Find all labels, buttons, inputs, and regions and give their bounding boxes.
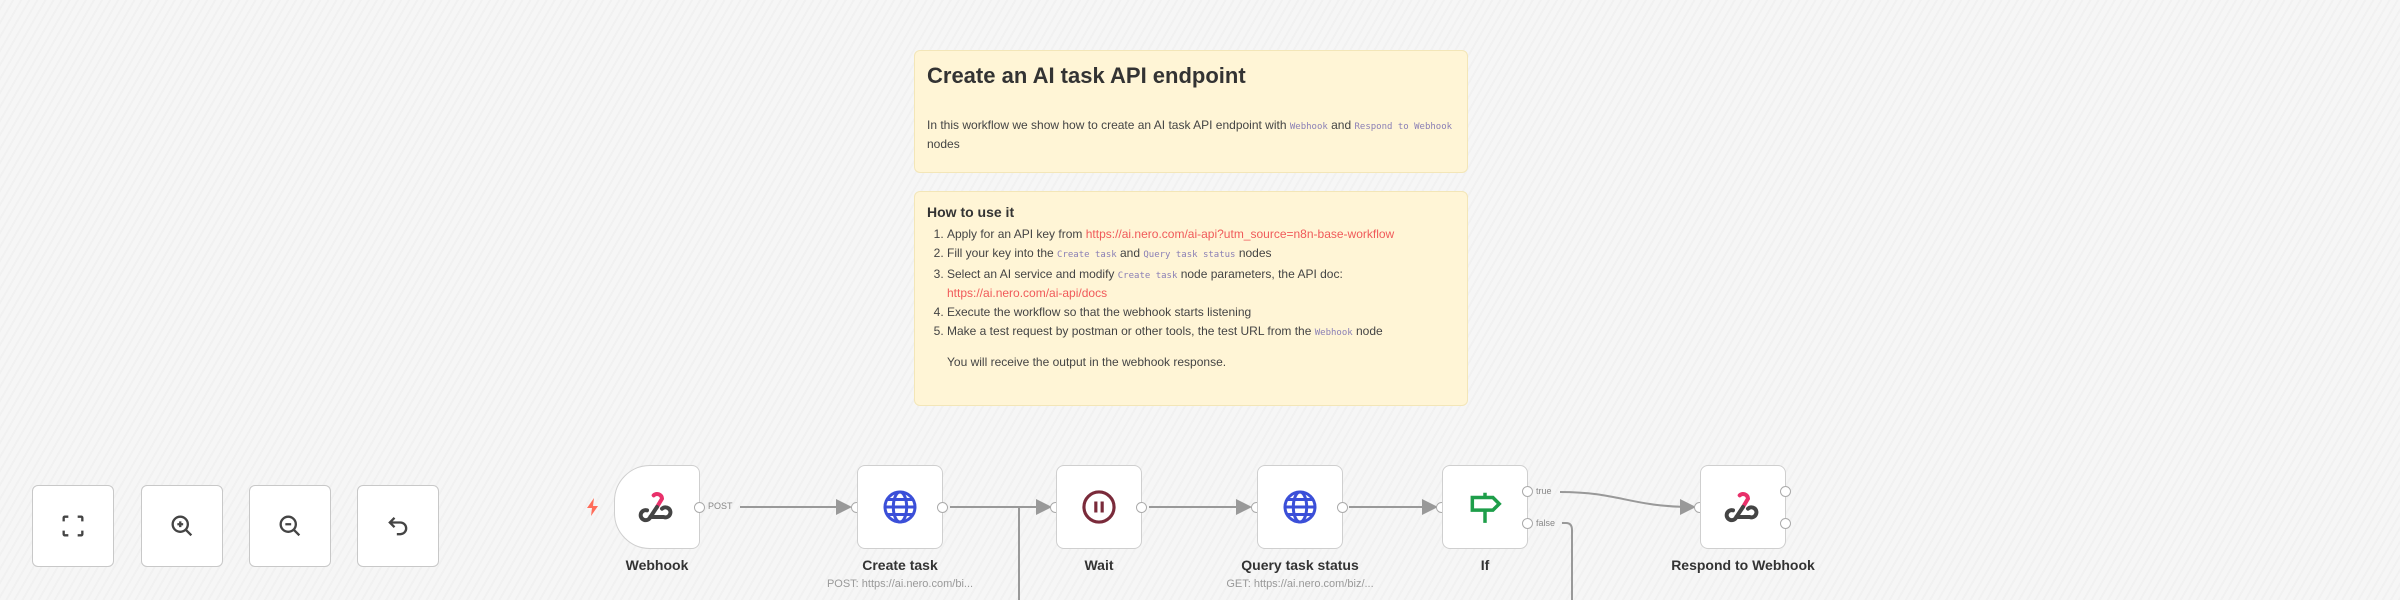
wait-output-port[interactable]: [1136, 502, 1147, 513]
undo-button[interactable]: [357, 485, 439, 567]
query-output-port[interactable]: [1337, 502, 1348, 513]
if-false-port[interactable]: [1522, 518, 1533, 529]
sticky-note-howto[interactable]: How to use it Apply for an API key from …: [914, 191, 1468, 406]
zoom-out-button[interactable]: [249, 485, 331, 567]
node-label-create-task: Create task: [862, 557, 938, 573]
edge-if-true-respond: [1559, 491, 1696, 515]
trigger-lightning-icon: [587, 498, 598, 516]
step-3: Select an AI service and modify Create t…: [947, 266, 1455, 302]
fit-view-button[interactable]: [32, 485, 114, 567]
howto-footer: You will receive the output in the webho…: [947, 355, 1227, 369]
node-subtitle-create-task: POST: https://ai.nero.com/bi...: [826, 578, 974, 590]
api-key-link[interactable]: https://ai.nero.com/ai-api?utm_source=n8…: [1085, 227, 1395, 241]
undo-icon: [388, 517, 408, 536]
api-doc-link[interactable]: https://ai.nero.com/ai-api/docs: [947, 286, 1108, 300]
pause-icon: [1082, 490, 1116, 524]
node-wait[interactable]: [1056, 465, 1142, 549]
node-label-query: Query task status: [1241, 557, 1359, 573]
webhook-icon: [638, 492, 673, 523]
webhook-output-port[interactable]: [694, 502, 705, 513]
create-output-port[interactable]: [937, 502, 948, 513]
howto-title: How to use it: [927, 204, 1015, 220]
signpost-icon: [1470, 492, 1502, 523]
node-label-respond: Respond to Webhook: [1671, 557, 1815, 573]
fit-view-icon: [62, 515, 84, 537]
note-intro-text: In this workflow we show how to create a…: [927, 118, 1453, 151]
node-label-webhook: Webhook: [625, 557, 689, 573]
note-title: Create an AI task API endpoint: [927, 63, 1246, 88]
node-webhook[interactable]: [614, 465, 700, 549]
node-label-wait: Wait: [1084, 557, 1114, 573]
node-create-task[interactable]: [857, 465, 943, 549]
zoom-out-icon: [279, 515, 301, 537]
node-respond-to-webhook[interactable]: [1700, 465, 1786, 549]
respond-output-port-1[interactable]: [1780, 486, 1791, 497]
edge-label-true: true: [1536, 486, 1552, 496]
globe-icon: [1283, 490, 1317, 524]
node-label-if: If: [1480, 557, 1490, 573]
respond-output-port-2[interactable]: [1780, 518, 1791, 529]
edge-label-false: false: [1536, 518, 1556, 528]
edge-if-false: [1562, 522, 1573, 600]
node-query-task-status[interactable]: [1257, 465, 1343, 549]
zoom-in-button[interactable]: [141, 485, 223, 567]
howto-steps: Apply for an API key from https://ai.ner…: [927, 226, 1455, 342]
zoom-in-icon: [171, 515, 193, 537]
step-1: Apply for an API key from https://ai.ner…: [947, 226, 1455, 243]
step-4: Execute the workflow so that the webhook…: [947, 304, 1455, 321]
step-5: Make a test request by postman or other …: [947, 323, 1455, 342]
step-2: Fill your key into the Create task and Q…: [947, 245, 1455, 264]
sticky-note-intro[interactable]: Create an AI task API endpoint In this w…: [914, 50, 1468, 173]
node-if[interactable]: [1442, 465, 1528, 549]
globe-icon: [883, 490, 917, 524]
webhook-icon: [1724, 492, 1759, 523]
edge-label-post: POST: [708, 501, 733, 511]
node-subtitle-query: GET: https://ai.nero.com/biz/...: [1226, 578, 1374, 590]
if-true-port[interactable]: [1522, 486, 1533, 497]
